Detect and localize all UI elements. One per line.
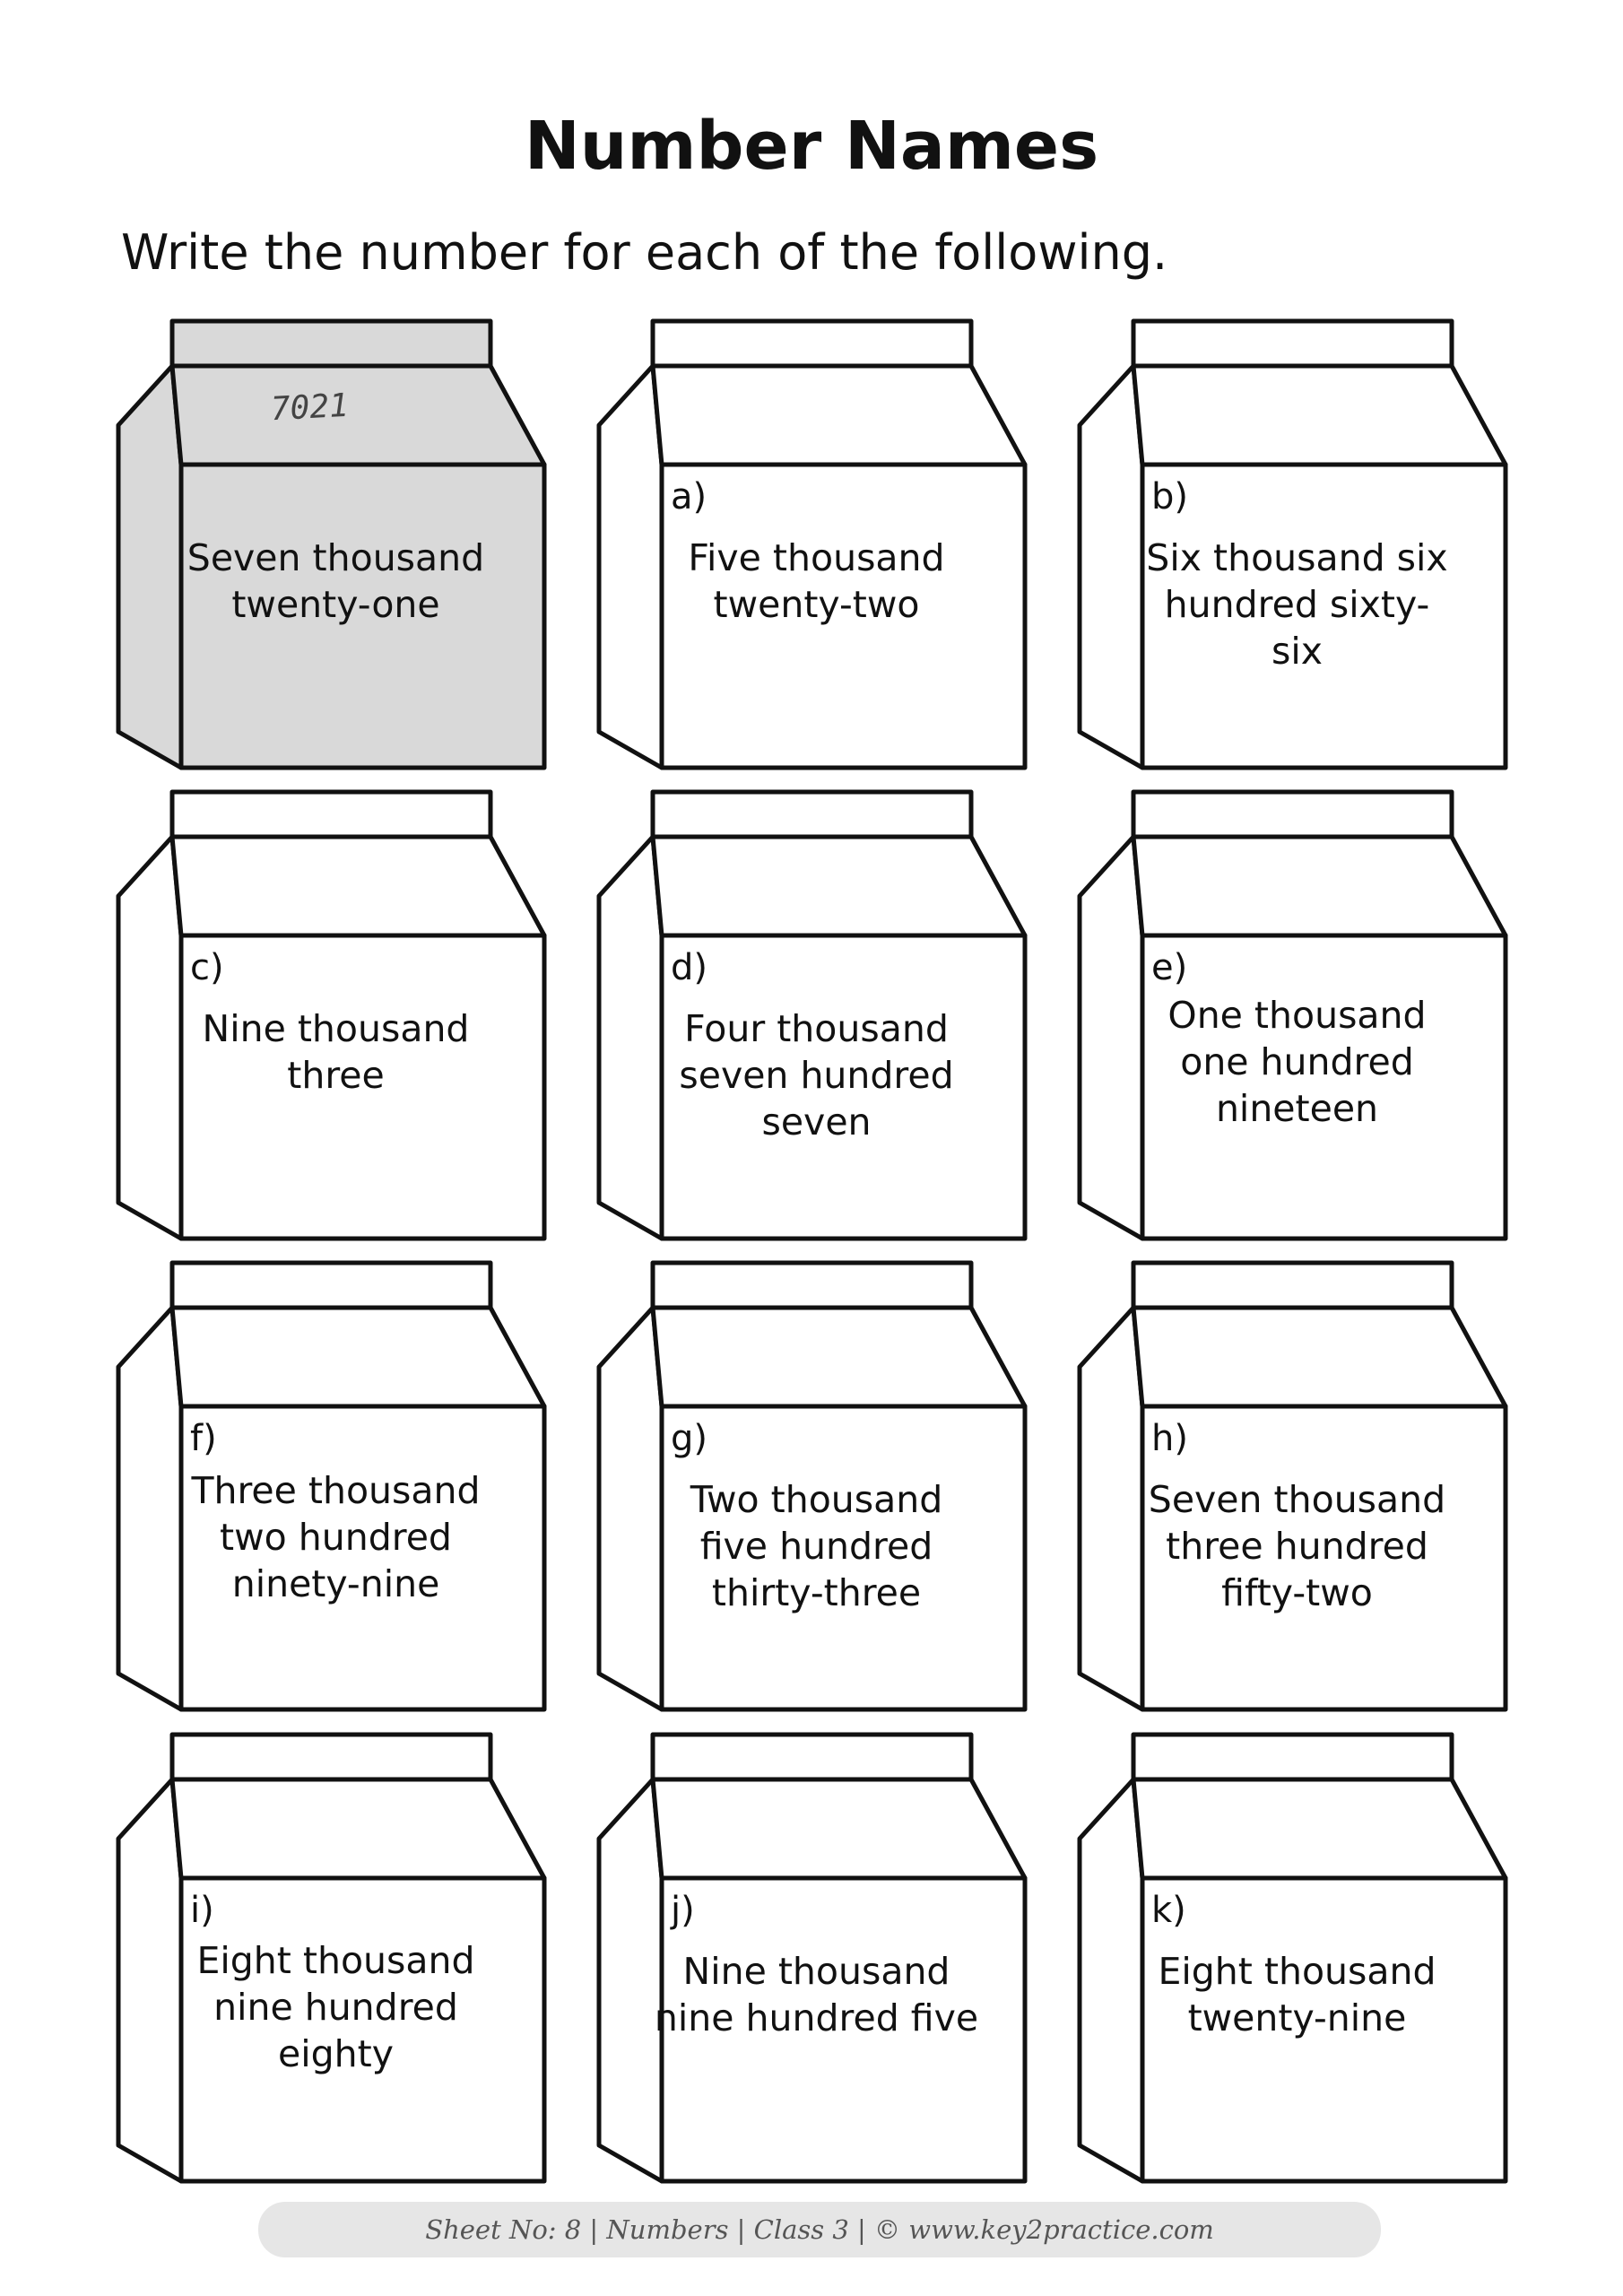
- carton-letter: c): [190, 947, 224, 988]
- carton-words: Two thousand five hundred thirty-three: [690, 1478, 943, 1614]
- page-title: Number Names: [524, 108, 1099, 185]
- carton-drawing: [116, 789, 547, 1241]
- carton-letter: e): [1151, 947, 1188, 988]
- carton-b: b) Six thousand six hundred sixty-six: [1077, 318, 1546, 786]
- carton-drawing: [596, 789, 1028, 1241]
- carton-words: Nine thousand nine hundred five: [654, 1950, 979, 2039]
- carton-words: Five thousand twenty-two: [688, 536, 945, 626]
- carton-j: j) Nine thousand nine hundred five: [596, 1732, 1065, 2199]
- carton-drawing: [596, 318, 1028, 770]
- carton-drawing: [1077, 789, 1508, 1241]
- carton-drawing: [1077, 1260, 1508, 1712]
- carton-drawing: [1077, 1732, 1508, 2184]
- carton-drawing: [116, 1260, 547, 1712]
- example-words: Seven thousand twenty-one: [187, 536, 485, 626]
- carton-drawing: [1077, 318, 1508, 770]
- carton-drawing: [596, 1260, 1028, 1712]
- example-carton: 7021 Seven thousand twenty-one: [116, 318, 585, 786]
- carton-h: h) Seven thousand three hundred fifty-tw…: [1077, 1260, 1546, 1727]
- carton-a: a) Five thousand twenty-two: [596, 318, 1065, 786]
- carton-words: Four thousand seven hundred seven: [679, 1007, 954, 1144]
- carton-letter: g): [671, 1418, 707, 1459]
- instruction-text: Write the number for each of the followi…: [121, 224, 1168, 281]
- carton-letter: k): [1151, 1890, 1186, 1931]
- carton-letter: i): [190, 1890, 214, 1931]
- carton-letter: j): [671, 1890, 695, 1931]
- carton-letter: h): [1151, 1418, 1188, 1459]
- carton-letter: a): [671, 476, 707, 517]
- carton-words: Six thousand six hundred sixty-six: [1146, 536, 1448, 673]
- carton-i: i) Eight thousand nine hundred eighty: [116, 1732, 585, 2199]
- carton-drawing: [116, 1732, 547, 2184]
- carton-g: g) Two thousand five hundred thirty-thre…: [596, 1260, 1065, 1727]
- carton-f: f) Three thousand two hundred ninety-nin…: [116, 1260, 585, 1727]
- example-answer: 7021: [269, 387, 350, 429]
- carton-words: One thousand one hundred nineteen: [1167, 994, 1427, 1130]
- carton-letter: d): [671, 947, 707, 988]
- carton-e: e) One thousand one hundred nineteen: [1077, 789, 1546, 1257]
- carton-d: d) Four thousand seven hundred seven: [596, 789, 1065, 1257]
- carton-k: k) Eight thousand twenty-nine: [1077, 1732, 1546, 2199]
- carton-drawing: [596, 1732, 1028, 2184]
- carton-c: c) Nine thousand three: [116, 789, 585, 1257]
- carton-drawing: [116, 318, 547, 770]
- carton-words: Nine thousand three: [202, 1007, 470, 1097]
- carton-words: Eight thousand twenty-nine: [1158, 1950, 1436, 2039]
- carton-words: Three thousand two hundred ninety-nine: [191, 1469, 481, 1605]
- carton-letter: b): [1151, 476, 1188, 517]
- carton-words: Eight thousand nine hundred eighty: [196, 1939, 475, 2075]
- carton-words: Seven thousand three hundred fifty-two: [1148, 1478, 1446, 1614]
- footer-bar: Sheet No: 8 | Numbers | Class 3 | © www.…: [258, 2202, 1381, 2257]
- carton-letter: f): [190, 1418, 217, 1459]
